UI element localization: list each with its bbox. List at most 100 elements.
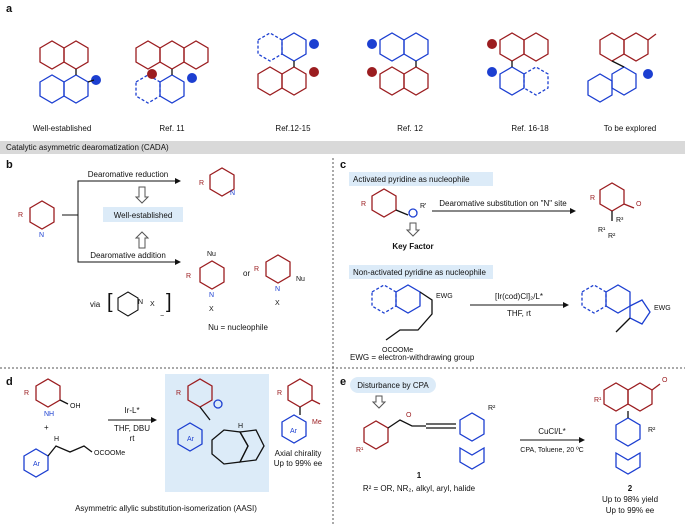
atom-h-d2: H	[238, 423, 243, 430]
atom-o-e2: O	[662, 377, 668, 384]
atom-nu-b4: Nu	[296, 276, 305, 283]
atom-me-d3: Me	[312, 419, 322, 426]
pyridine-b-start	[29, 200, 55, 230]
atom-n-b2: N	[230, 190, 235, 197]
atom-ewg-c2: EWG	[654, 305, 671, 312]
label-activated-arrow: Dearomative substitution on "N" site	[439, 199, 567, 208]
atom-o-e1: O	[406, 412, 412, 419]
structure-ref-11	[135, 40, 209, 104]
cada-banner	[0, 141, 685, 154]
label-or: or	[243, 269, 250, 278]
atom-n-pyridinium: N	[138, 299, 143, 306]
hollow-arrow-down	[134, 186, 150, 204]
label-e-yield: Up to 98% yield	[602, 495, 658, 504]
atom-r-c2: R	[590, 195, 595, 202]
atom-nu-b3: Nu	[207, 251, 216, 258]
label-d-catalyst: Ir-L*	[124, 406, 139, 415]
disturbance-box	[350, 377, 436, 393]
atom-n-b: N	[39, 232, 44, 239]
dihydropyridine-2	[265, 254, 291, 284]
panel-e-label: e	[340, 376, 346, 388]
atom-r2-e2: R²	[648, 427, 656, 434]
atom-ar-d3: Ar	[290, 428, 298, 435]
structure-ref-12	[367, 32, 429, 96]
non-activated-box	[349, 265, 493, 279]
atom-r3-c2: R³	[616, 217, 624, 224]
label-e-ee: Up to 99% ee	[606, 506, 655, 515]
atom-r2-e1: R²	[488, 405, 496, 412]
structure-ref-12-15	[257, 32, 319, 96]
atom-r-c1: R	[361, 201, 366, 208]
label-via: via	[90, 300, 101, 309]
product-e	[603, 382, 661, 475]
panel-c-label: c	[340, 159, 346, 171]
structure-well-established	[39, 40, 101, 104]
plus-sign-d: +	[44, 423, 49, 432]
structure-to-be-explored	[587, 32, 657, 103]
hollow-arrow-up	[134, 231, 150, 249]
atom-x-pyridinium: X	[150, 301, 155, 308]
label-reduction: Dearomative reduction	[88, 170, 168, 179]
atom-r-b: R	[18, 212, 23, 219]
atom-o-c2: O	[636, 201, 642, 208]
non-activated-substrate	[371, 284, 433, 341]
atom-h-d1: H	[54, 436, 59, 443]
pyridine-reduced-top	[209, 167, 235, 197]
hydroxypyridine-d	[35, 378, 69, 408]
arrow-reduction	[62, 178, 181, 216]
label-activated: Activated pyridine as nucleophile	[353, 175, 470, 184]
atom-r1-c2: R¹	[598, 227, 606, 234]
bracket-left: [	[107, 291, 113, 313]
label-r2-note: R² = OR, NR₂, alkyl, aryl, halide	[363, 484, 476, 493]
label-disturbance: Disturbance by CPA	[357, 381, 429, 390]
label-c-catalyst: [Ir(cod)Cl]₂/L*	[495, 292, 543, 301]
arrow-addition	[77, 215, 181, 265]
panel-d-label: d	[6, 376, 13, 388]
atom-r-b4: R	[254, 266, 259, 273]
label-nu-note: Nu = nucleophile	[208, 323, 268, 332]
atom-ar-d1: Ar	[33, 461, 41, 468]
label-aasi: Asymmetric allylic substitution-isomeriz…	[75, 504, 257, 513]
label-compound-1: 1	[417, 471, 422, 480]
caption-ref-12: Ref. 12	[397, 124, 423, 133]
structure-ref-16-18	[487, 32, 549, 96]
product-d	[281, 378, 321, 444]
well-established-box	[103, 207, 183, 222]
label-e-catalyst: CuCl/L*	[538, 427, 566, 436]
label-well-established: Well-established	[114, 211, 173, 220]
cada-banner-text: Catalytic asymmetric dearomatization (CA…	[6, 143, 169, 152]
atom-rprime-c1: R'	[420, 203, 426, 210]
atom-nh-d1: NH	[44, 411, 54, 418]
atom-x-b4: X	[275, 300, 280, 307]
panel-b-label: b	[6, 159, 13, 171]
label-d-ee: Up to 99% ee	[274, 459, 323, 468]
atom-ococme-d1: OCOOMe	[94, 450, 125, 457]
caption-to-be-explored: To be explored	[604, 124, 656, 133]
label-c-conditions: THF, rt	[507, 309, 532, 318]
label-non-activated: Non-activated pyridine as nucleophile	[353, 268, 487, 277]
activated-pyridine	[371, 188, 418, 218]
atom-oh-d1: OH	[70, 403, 81, 410]
atom-n-b3: N	[209, 292, 214, 299]
caption-ref-11: Ref. 11	[159, 124, 185, 133]
allyl-carbonate-d	[23, 445, 93, 478]
panel-a-label: a	[6, 3, 13, 15]
atom-r-d2: R	[176, 390, 181, 397]
atom-r2-c2: R²	[608, 233, 616, 240]
atom-n-b4: N	[275, 286, 280, 293]
atom-ococme-c1: OCOOMe	[382, 347, 413, 354]
atom-r1-e1: R¹	[356, 447, 364, 454]
hollow-arrow-key	[405, 222, 421, 237]
pyridone-c	[599, 182, 635, 221]
label-d-conditions2: rt	[130, 434, 136, 443]
non-activated-product	[581, 284, 651, 333]
caption-ref-12-15: Ref.12-15	[275, 124, 311, 133]
intermediate-box	[165, 374, 269, 492]
dihydropyridine-1	[199, 260, 225, 290]
atom-r-d1: R	[24, 390, 29, 397]
label-d-conditions1: THF, DBU	[114, 424, 150, 433]
label-compound-2: 2	[628, 484, 633, 493]
atom-r-b2: R	[199, 180, 204, 187]
